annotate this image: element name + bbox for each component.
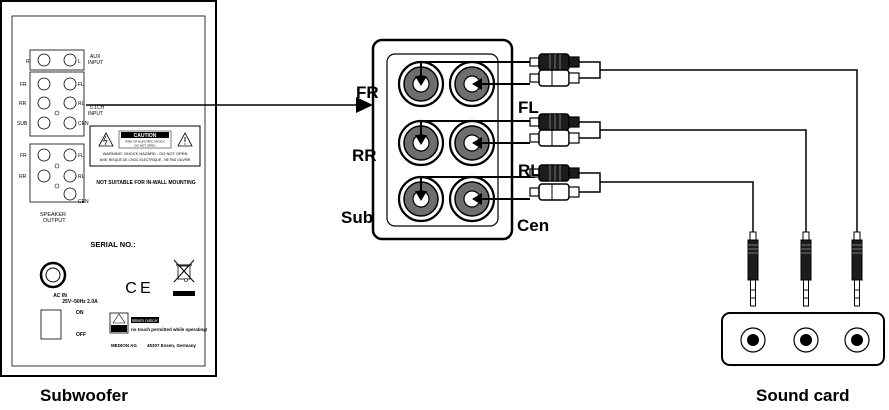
subwoofer-back-panel: R L AUX INPUT FR FL RR RL SUB CEN 5.1CH … bbox=[0, 0, 217, 377]
arrow-left-2 bbox=[472, 193, 530, 205]
in-cen-label: CEN bbox=[78, 121, 89, 127]
arrow-down-2 bbox=[415, 176, 535, 201]
mini-plug-3 bbox=[851, 231, 863, 307]
rca-plug-rr-rl-dark bbox=[529, 113, 580, 131]
switch-off-label: OFF bbox=[76, 332, 86, 338]
input-label-2: INPUT bbox=[88, 111, 103, 117]
warm-notice: Warm notice: no touch permitted while op… bbox=[109, 312, 208, 334]
aux-input-block: R L AUX INPUT bbox=[26, 49, 103, 71]
out-rl-label: RL bbox=[78, 174, 85, 180]
in-fl-label: FL bbox=[78, 82, 84, 88]
in-rl-label: RL bbox=[78, 101, 85, 107]
hot-surface-warning-icon bbox=[112, 313, 126, 324]
not-suitable-text: NOT SUITABLE FOR IN-WALL MOUNTING bbox=[96, 180, 195, 186]
warm-notice-text: no touch permitted while operating! bbox=[131, 327, 208, 332]
warm-notice-label: Warm notice: bbox=[132, 318, 158, 323]
aux-label-1: AUX bbox=[90, 54, 101, 60]
ac-in-label: AC IN bbox=[53, 293, 67, 299]
output-label-1: SPEAKER bbox=[40, 212, 66, 218]
sound-card-port-3 bbox=[844, 327, 870, 353]
caution-sub-1: RISK OF ELECTRIC SHOCK bbox=[125, 140, 164, 144]
sound-card bbox=[721, 312, 885, 366]
arrow-left-0 bbox=[472, 78, 530, 90]
out-cen-label: CEN bbox=[78, 199, 89, 205]
serial-number-label: SERIAL NO.: bbox=[90, 240, 135, 249]
label-sub: Sub bbox=[341, 208, 373, 227]
power-switch: ON OFF bbox=[40, 309, 86, 340]
subwoofer-caption: Subwoofer bbox=[40, 386, 128, 405]
output-label-2: OUTPUT bbox=[43, 218, 66, 224]
mini-plug-2 bbox=[800, 231, 812, 307]
manufacturer-address: 45307 Essen, Germany bbox=[147, 343, 197, 348]
rca-plug-fr-fl-white bbox=[529, 69, 580, 87]
in-fr-label: FR bbox=[20, 82, 27, 88]
ac-inlet: AC IN 25V~50Hz 2.0A bbox=[39, 261, 98, 305]
cable-center-sub bbox=[579, 172, 754, 232]
out-fr-label: FR bbox=[20, 153, 27, 159]
sound-card-caption: Sound card bbox=[756, 386, 850, 405]
rca-plug-fr-fl-dark bbox=[529, 53, 580, 71]
signal-arrows bbox=[415, 61, 535, 205]
caution-label: CAUTION RISK OF ELECTRIC SHOCK DO NOT OP… bbox=[89, 125, 201, 167]
sound-card-port-2 bbox=[793, 327, 819, 353]
rca-cables bbox=[579, 61, 858, 232]
warning-en: WARNING: SHOCK HAZARD - DO NOT OPEN bbox=[103, 151, 188, 156]
label-rr: RR bbox=[352, 146, 377, 165]
switch-on-label: ON bbox=[76, 310, 84, 316]
caution-sub-2: DO NOT OPEN bbox=[135, 144, 156, 148]
in-rr-label: RR bbox=[19, 101, 27, 107]
aux-r-label: R bbox=[26, 59, 30, 65]
rca-plugs bbox=[529, 53, 580, 201]
label-fr: FR bbox=[356, 83, 379, 102]
sound-card-port-1 bbox=[740, 327, 766, 353]
rca-plug-sub-cen-white bbox=[529, 183, 580, 201]
in-sub-label: SUB bbox=[17, 121, 28, 127]
aux-l-label: L bbox=[78, 59, 81, 65]
label-cen: Cen bbox=[517, 216, 549, 235]
label-rl: RL bbox=[518, 161, 541, 180]
out-rr-label: RR bbox=[19, 174, 27, 180]
speaker-output-block: FR FL RR RL CEN SPEAKER OUTPUT bbox=[19, 143, 89, 224]
mini-plug-1 bbox=[747, 231, 759, 307]
stereo-mini-plugs bbox=[747, 231, 863, 307]
arrow-left-1 bbox=[472, 137, 530, 149]
input-5-1ch-block: FR FL RR RL SUB CEN 5.1CH INPUT bbox=[17, 71, 105, 137]
warning-fr: AVIS: RISQUE DE CHOC ELECTRIQUE - NE PAS… bbox=[100, 158, 191, 162]
ce-mark-icon: C E bbox=[125, 280, 150, 297]
aux-label-2: INPUT bbox=[88, 60, 103, 66]
manufacturer-name: MEDION AG bbox=[111, 343, 137, 348]
caution-title: CAUTION bbox=[134, 133, 157, 139]
rca-plug-rr-rl-white bbox=[529, 129, 580, 147]
label-fl: FL bbox=[518, 98, 539, 117]
shock-warning-icon bbox=[98, 132, 114, 147]
cable-rear bbox=[579, 121, 807, 232]
cable-front bbox=[579, 61, 858, 232]
ac-in-spec: 25V~50Hz 2.0A bbox=[62, 299, 98, 305]
out-fl-label: FL bbox=[78, 153, 84, 159]
arrow-down-0 bbox=[415, 61, 535, 86]
weee-bin-icon bbox=[173, 259, 195, 296]
input-cable-arrow bbox=[86, 97, 373, 113]
rca-plug-sub-cen-dark bbox=[529, 164, 580, 182]
input-label-1: 5.1CH bbox=[90, 105, 105, 111]
arrow-down-1 bbox=[415, 120, 535, 145]
